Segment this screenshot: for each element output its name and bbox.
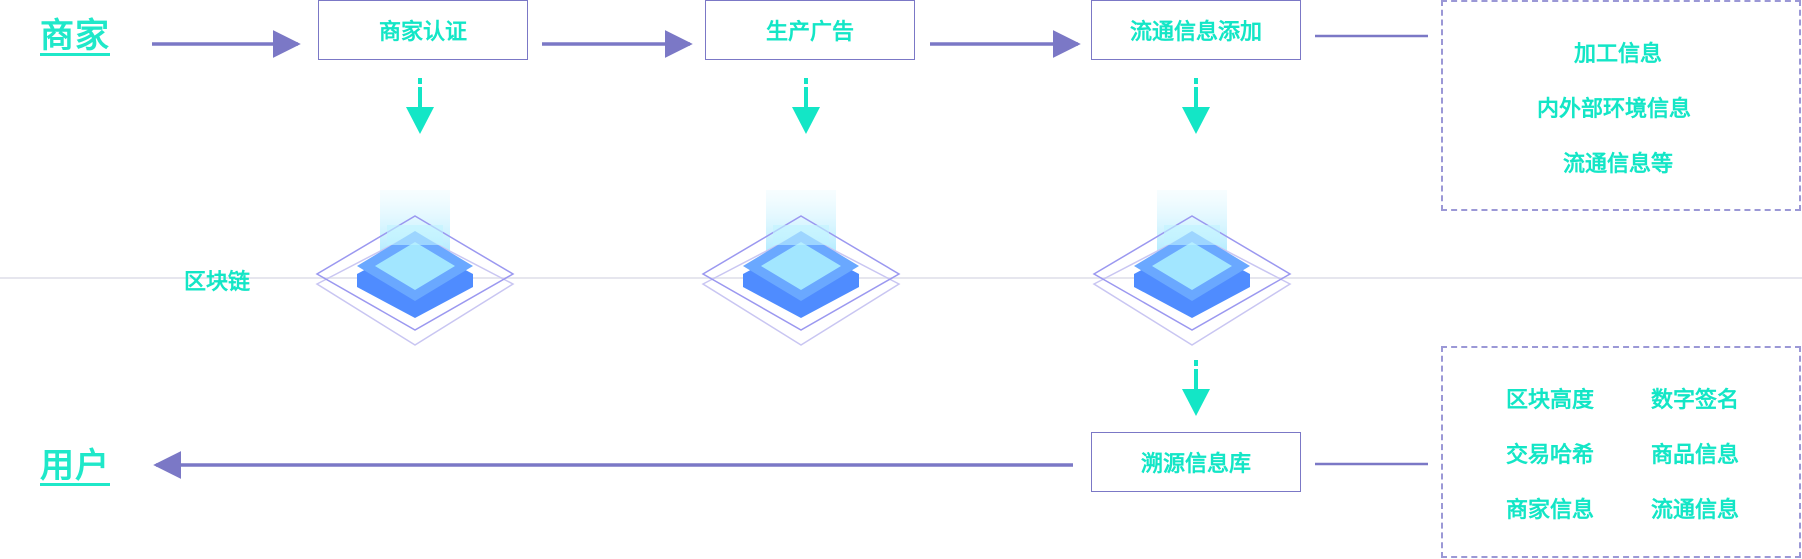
blockchain-node-icon	[701, 190, 901, 346]
blockchain-node-icon	[1092, 190, 1292, 346]
down-arrow-icon	[1182, 78, 1210, 134]
note-item: 交易哈希	[1506, 443, 1595, 468]
actor-merchant: 商家	[40, 16, 110, 56]
circulation-note: 加工信息 内外部环境信息 流通信息等	[1441, 0, 1801, 211]
note-item: 内外部环境信息	[1537, 97, 1692, 122]
trace-database: 溯源信息库	[1091, 432, 1301, 492]
down-arrow-icon	[792, 78, 820, 134]
actor-user: 用户	[40, 446, 110, 486]
blockchain-label: 区块链	[184, 270, 251, 295]
blockchain-node-icon	[315, 190, 515, 346]
step-production-ad: 生产广告	[705, 0, 915, 60]
note-item: 区块高度	[1506, 388, 1595, 413]
note-item: 流通信息	[1651, 498, 1740, 523]
step-merchant-auth: 商家认证	[318, 0, 528, 60]
note-item: 加工信息	[1574, 42, 1663, 67]
note-item: 数字签名	[1651, 388, 1740, 413]
note-item: 商品信息	[1651, 443, 1740, 468]
down-arrow-icon	[1182, 360, 1210, 416]
step-circulation-info: 流通信息添加	[1091, 0, 1301, 60]
blockchain-record-note: 区块高度 数字签名 交易哈希 商品信息 商家信息 流通信息	[1441, 346, 1801, 558]
note-item: 商家信息	[1506, 498, 1595, 523]
down-arrow-icon	[406, 78, 434, 134]
note-item: 流通信息等	[1563, 152, 1674, 177]
